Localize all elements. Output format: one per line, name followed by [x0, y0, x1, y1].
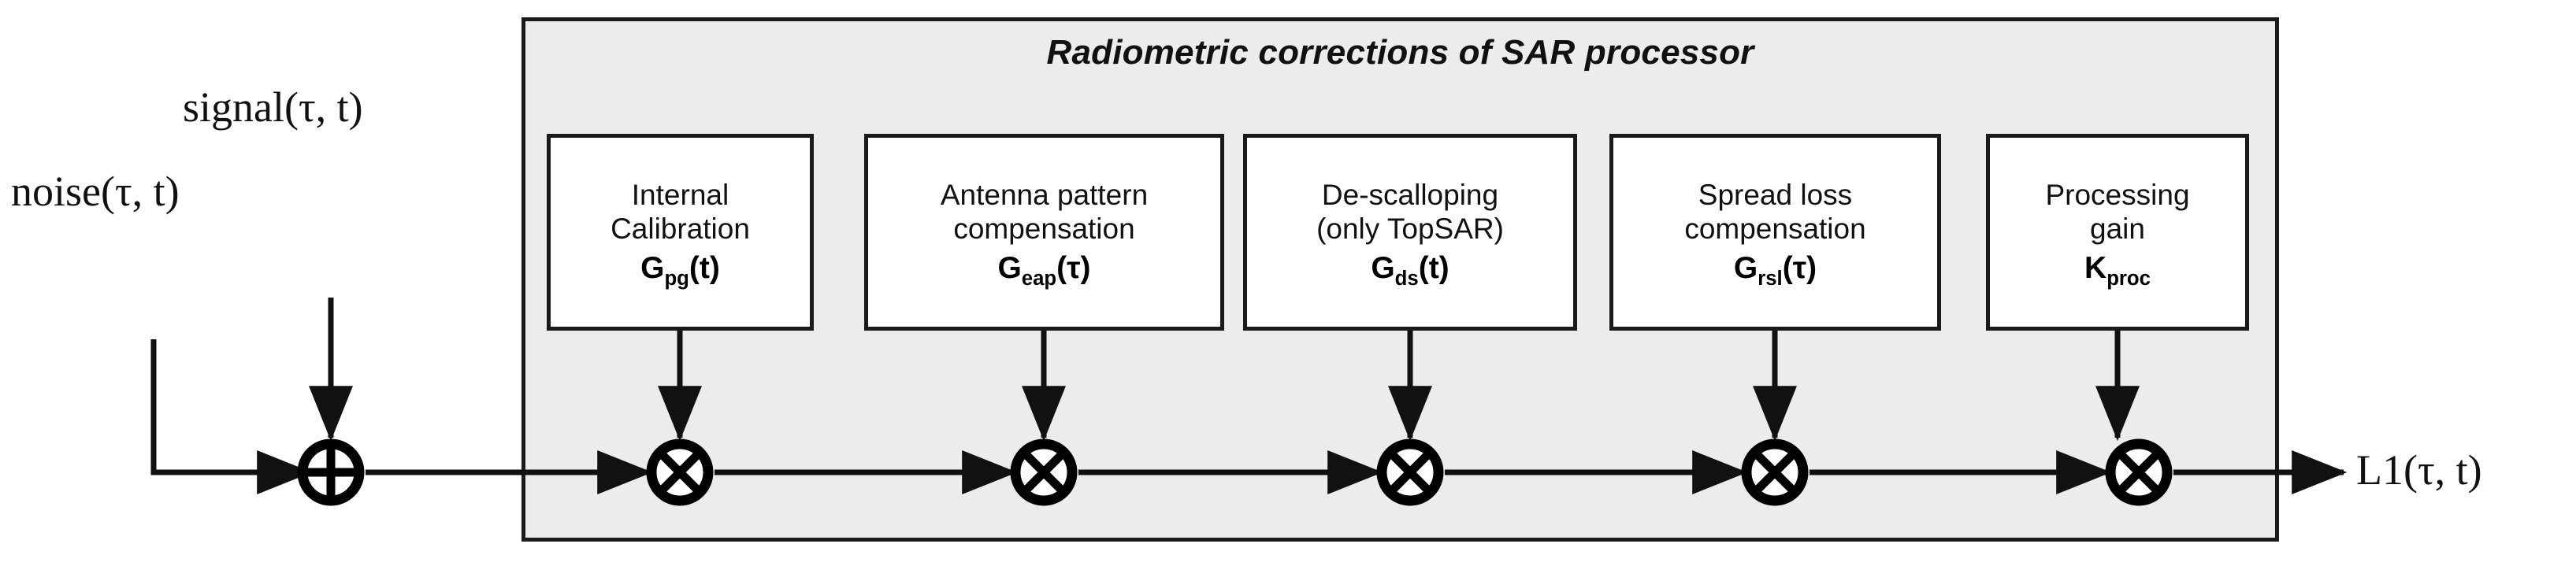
- multiplication-node-4[interactable]: [1737, 435, 1813, 510]
- multiplication-node-3[interactable]: [1372, 435, 1448, 510]
- multiplication-node-1[interactable]: [642, 435, 718, 510]
- signal-input-label: signal(τ, t): [183, 83, 363, 131]
- stage-line-1: Antenna pattern: [940, 179, 1149, 212]
- stage-box-antenna-pattern-compensation[interactable]: Antenna pattern compensation Geap(τ): [864, 134, 1224, 331]
- stage-line-2: (only TopSAR): [1316, 212, 1504, 245]
- symbol-base: G: [1371, 250, 1395, 285]
- symbol-base: K: [2084, 250, 2107, 285]
- noise-input-label: noise(τ, t): [11, 168, 180, 215]
- stage-line-2: compensation: [1684, 212, 1866, 245]
- multiplication-node-2[interactable]: [1006, 435, 1082, 510]
- stage-symbol: Gds(t): [1371, 250, 1449, 290]
- summation-node[interactable]: [293, 435, 369, 510]
- stage-box-processing-gain[interactable]: Processing gain Kproc: [1986, 134, 2249, 331]
- symbol-subscript: eap: [1021, 267, 1057, 290]
- symbol-argument: (t): [1418, 250, 1449, 285]
- stage-line-1: Internal: [631, 179, 729, 212]
- symbol-base: G: [1733, 250, 1758, 285]
- symbol-subscript: rsl: [1758, 267, 1783, 290]
- stage-box-spread-loss-compensation[interactable]: Spread loss compensation Grsl(τ): [1609, 134, 1941, 331]
- symbol-subscript: ds: [1394, 267, 1419, 290]
- panel-title: Radiometric corrections of SAR processor: [1046, 33, 1754, 72]
- symbol-subscript: proc: [2106, 267, 2151, 290]
- stage-box-de-scalloping[interactable]: De-scalloping (only TopSAR) Gds(t): [1243, 134, 1577, 331]
- stage-symbol: Kproc: [2084, 250, 2151, 290]
- symbol-subscript: pg: [664, 267, 689, 290]
- multiplication-node-5[interactable]: [2101, 435, 2177, 510]
- stage-line-1: Spread loss: [1698, 179, 1853, 212]
- stage-box-internal-calibration[interactable]: Internal Calibration Gpg(t): [547, 134, 814, 331]
- stage-line-1: Processing: [2045, 179, 2190, 212]
- stage-symbol: Geap(τ): [997, 250, 1091, 290]
- noise-connector: [150, 339, 313, 494]
- stage-symbol: Grsl(τ): [1733, 250, 1817, 290]
- stage-line-2: gain: [2090, 212, 2145, 245]
- stage-symbol: Gpg(t): [640, 250, 720, 290]
- output-label: L1(τ, t): [2356, 446, 2482, 494]
- symbol-base: G: [640, 250, 665, 285]
- symbol-argument: (t): [689, 250, 720, 285]
- symbol-base: G: [997, 250, 1022, 285]
- stage-line-1: De-scalloping: [1321, 179, 1499, 212]
- symbol-argument: (τ): [1782, 250, 1817, 285]
- symbol-argument: (τ): [1056, 250, 1091, 285]
- stage-line-2: Calibration: [611, 212, 750, 245]
- stage-line-2: compensation: [953, 212, 1135, 245]
